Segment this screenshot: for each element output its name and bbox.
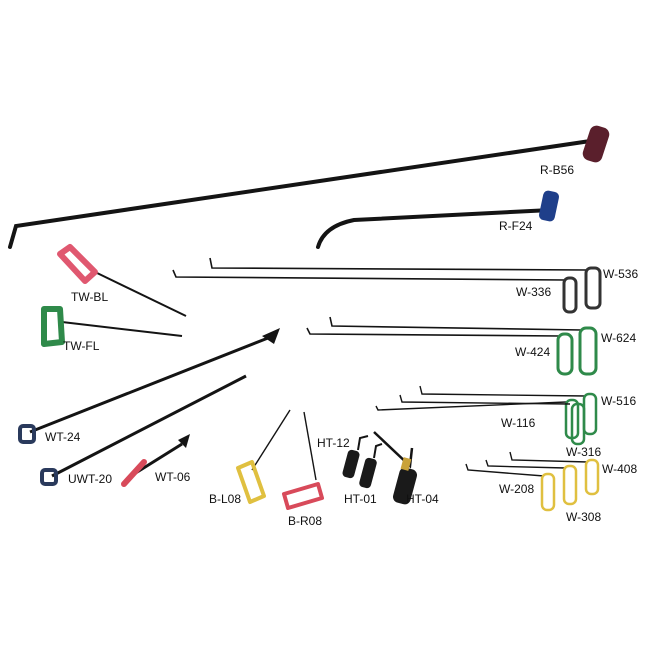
- maroon-handle: [582, 125, 610, 163]
- tool-ht-12: [342, 435, 369, 479]
- label-w-336: W-336: [516, 285, 551, 299]
- label-b-l08: B-L08: [209, 492, 241, 506]
- tool-tw-bl: [57, 244, 187, 317]
- label-wt-24: WT-24: [45, 430, 81, 444]
- tool-w-536: [209, 257, 602, 310]
- label-r-f24: R-F24: [499, 219, 533, 233]
- tool-r-b56: [8, 125, 610, 249]
- navy-handle: [18, 424, 36, 444]
- navy-handle: [40, 468, 58, 486]
- label-w-624: W-624: [601, 331, 636, 345]
- red-handle: [282, 482, 324, 510]
- blue-handle: [538, 190, 560, 222]
- tool-w-624: [329, 316, 598, 376]
- tool-ht-01: [359, 443, 383, 489]
- label-w-116: W-116: [501, 416, 536, 430]
- tool-w-116: [375, 398, 580, 440]
- tool-uwt-20: [40, 374, 247, 486]
- tool-wt-24: [18, 328, 280, 444]
- label-b-r08: B-R08: [288, 514, 322, 528]
- label-w-208: W-208: [499, 482, 534, 496]
- tool-w-316: [399, 394, 586, 446]
- label-tw-fl: TW-FL: [63, 339, 100, 353]
- tool-w-408: [509, 451, 600, 496]
- tool-b-l08: [236, 409, 291, 504]
- red-handle: [121, 459, 147, 487]
- tool-r-f24: [316, 190, 560, 249]
- label-w-516: W-516: [601, 394, 636, 408]
- label-w-408: W-408: [602, 462, 637, 476]
- tool-w-336: [172, 269, 578, 314]
- tool-b-r08: [282, 411, 324, 510]
- tool-w-208: [465, 463, 556, 512]
- yellow-handle: [236, 460, 266, 504]
- label-r-b56: R-B56: [540, 163, 574, 177]
- label-w-316: W-316: [566, 445, 601, 459]
- label-uwt-20: UWT-20: [68, 472, 112, 486]
- label-wt-06: WT-06: [155, 470, 191, 484]
- label-w-308: W-308: [566, 510, 601, 524]
- tool-w-424: [306, 327, 574, 376]
- tool-w-308: [485, 459, 578, 506]
- tool-ht-04: [373, 431, 418, 505]
- green-handle: [41, 306, 65, 347]
- label-ht-01: HT-01: [344, 492, 377, 506]
- label-w-536: W-536: [603, 267, 638, 281]
- label-ht-04: HT-04: [406, 492, 439, 506]
- label-ht-12: HT-12: [317, 436, 350, 450]
- tool-wt-06: [121, 434, 190, 487]
- label-w-424: W-424: [515, 345, 550, 359]
- label-tw-bl: TW-BL: [71, 290, 108, 304]
- pink-handle: [57, 244, 98, 284]
- tool-tw-fl: [41, 306, 183, 347]
